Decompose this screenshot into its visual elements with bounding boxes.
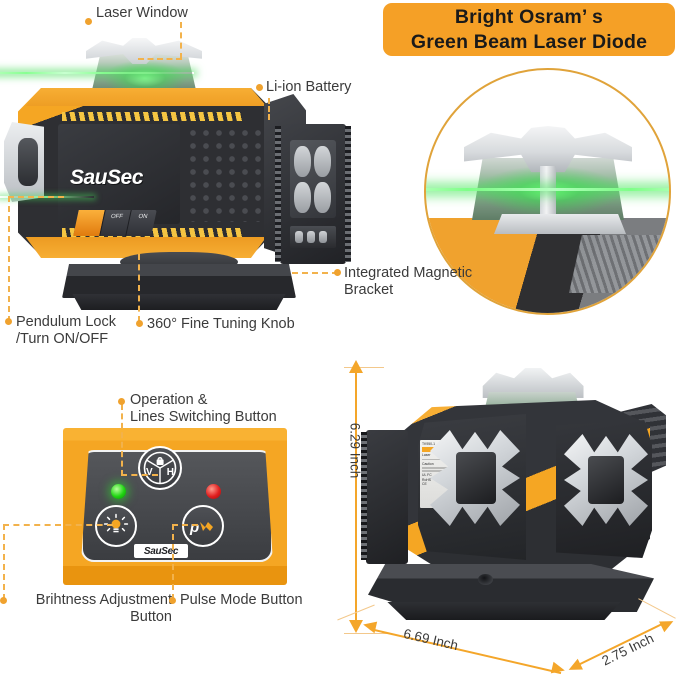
- callout-pendulum-lock: Pendulum Lock /Turn ON/OFF: [16, 314, 116, 347]
- panel-brand-logo: SauSec: [134, 544, 188, 558]
- br-base-foot: [387, 602, 621, 620]
- br-tripod-hole: [478, 574, 493, 585]
- dim-line-height: [355, 372, 357, 624]
- leader-dot-knob: [136, 320, 143, 327]
- switch-on-label: ON: [125, 210, 157, 236]
- vh-lock-icon: [143, 451, 177, 485]
- leader-magnetic-h: [292, 272, 338, 274]
- cert-line-3: Caution: [422, 461, 434, 466]
- dim-arrow-width-left: [361, 618, 378, 634]
- callout-fine-tuning-knob: 360° Fine Tuning Knob: [147, 316, 295, 332]
- brightness-adjustment-button[interactable]: [95, 505, 137, 547]
- product-speaker-dots: [188, 128, 264, 222]
- leader-dot-brightness: [0, 597, 7, 604]
- green-led-indicator: [111, 484, 126, 499]
- banner-line-2: Green Beam Laser Diode: [410, 30, 648, 53]
- leader-operation-h: [121, 474, 158, 476]
- leader-laser-window-v: [180, 22, 182, 59]
- br-magnetic-arm: [361, 430, 408, 564]
- cert-line-6: CE: [422, 481, 427, 486]
- callout-li-ion-battery: Li-ion Battery: [266, 79, 352, 95]
- leader-pulse-h: [172, 524, 198, 526]
- button-label-h: H: [166, 467, 174, 478]
- leader-pendulum-h: [8, 196, 64, 198]
- product-base-foot: [72, 294, 286, 310]
- leader-brightness-v: [3, 524, 5, 600]
- dim-arrow-height-bottom: [349, 620, 363, 633]
- leader-operation-v: [121, 404, 123, 476]
- callout-laser-window: Laser Window: [96, 5, 188, 21]
- product-main-view: SauSec OFF ON: [0, 32, 354, 332]
- leader-dot-magnetic: [334, 269, 341, 276]
- pendulum-lock-switch[interactable]: OFF ON: [73, 210, 157, 236]
- laser-head-closeup-inset: [424, 68, 671, 315]
- leader-dot-pendulum: [5, 318, 12, 325]
- top-beam-glow: [104, 60, 186, 90]
- leader-dot-operation: [118, 398, 125, 405]
- side-laser-window: [4, 122, 44, 202]
- dim-ext-top: [344, 367, 384, 368]
- red-led-indicator: [206, 484, 221, 499]
- button-label-v: V: [146, 467, 153, 478]
- leader-dot-battery: [256, 84, 263, 91]
- product-brand-logo: SauSec: [70, 166, 143, 189]
- brightness-bulb-icon: [103, 513, 129, 533]
- inset-center-post: [540, 166, 556, 228]
- product-vent-stripe-bottom: [62, 228, 242, 237]
- pulse-mode-button[interactable]: p: [182, 505, 224, 547]
- operation-lines-switching-button[interactable]: V H: [138, 446, 182, 490]
- header-banner: Bright Osram’ s Green Beam Laser Diode: [383, 3, 675, 56]
- inset-laser-head: [426, 126, 669, 234]
- magnetic-bracket: [275, 124, 351, 264]
- leader-dot-pulse: [169, 597, 176, 604]
- top-laser-window: [86, 38, 202, 90]
- dim-arrow-depth-left: [566, 658, 583, 676]
- leader-dot-laser-window: [85, 18, 92, 25]
- leader-pulse-v: [172, 524, 174, 600]
- leader-knob-v: [138, 254, 140, 322]
- br-right-emitter-core: [588, 456, 624, 504]
- cert-line-4: UL FC: [422, 473, 432, 478]
- product-dimension-view: TK950-1 Laser Caution UL FC RoHS CE: [360, 368, 676, 648]
- callout-integrated-magnetic-bracket: Integrated Magnetic Bracket: [344, 265, 473, 298]
- product-front-plate: [58, 124, 180, 224]
- leader-pendulum-v: [8, 196, 10, 322]
- dim-label-height: 6.29 Inch: [347, 422, 363, 479]
- dim-arrow-height-top: [349, 360, 363, 373]
- cert-line-2: Laser: [422, 453, 431, 458]
- cert-line-1: TK950-1: [422, 442, 436, 446]
- leader-battery-v: [268, 98, 270, 120]
- leader-brightness-h: [3, 524, 113, 526]
- inset-heatsink-fins: [569, 235, 661, 293]
- inset-green-beam: [426, 188, 669, 191]
- callout-brightness-adjustment: Brihtness Adjustment Button: [35, 592, 172, 625]
- callout-operation-lines-switching: Operation & Lines Switching Button: [130, 392, 277, 425]
- product-base-plate: [62, 264, 296, 298]
- br-left-emitter-core: [456, 452, 496, 504]
- banner-line-1: Bright Osram’ s: [454, 5, 604, 28]
- cert-line-5: RoHS: [422, 477, 432, 482]
- callout-pulse-mode: Pulse Mode Button: [180, 592, 303, 608]
- dim-ext-bottom: [344, 633, 390, 634]
- inset-head-base: [494, 214, 626, 234]
- top-green-beam: [0, 72, 194, 74]
- bracket-feet: [290, 226, 336, 248]
- magnet-pads: [290, 140, 336, 218]
- dim-arrow-width-right: [550, 661, 567, 677]
- product-vent-stripe-top: [62, 112, 242, 121]
- pulse-mode-icon: p: [189, 519, 213, 536]
- leader-laser-window-h: [138, 58, 182, 60]
- product-body-top-orange: [25, 88, 267, 106]
- svg-text:p: p: [189, 519, 199, 536]
